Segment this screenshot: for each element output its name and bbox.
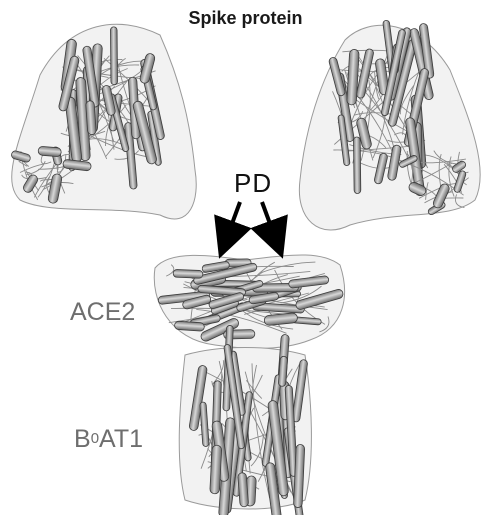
label-pd: PD bbox=[234, 168, 272, 199]
title-spike-protein: Spike protein bbox=[0, 8, 491, 29]
helix-cylinder bbox=[38, 146, 62, 157]
label-b0at1-base: B bbox=[74, 425, 91, 453]
pd-arrow-left bbox=[226, 202, 240, 240]
b0at1-transporter bbox=[179, 325, 311, 515]
label-ace2: ACE2 bbox=[70, 298, 135, 327]
helix-cylinder bbox=[110, 27, 117, 85]
label-b0at1-suffix: AT1 bbox=[99, 425, 143, 453]
spike-trimer-left bbox=[11, 24, 197, 219]
label-b0at1: B0AT1 bbox=[74, 425, 143, 454]
ace2-dimer bbox=[154, 255, 344, 348]
helix-cylinder bbox=[86, 101, 97, 135]
label-b0at1-superscript: 0 bbox=[91, 430, 99, 447]
helix-cylinder bbox=[173, 269, 203, 278]
helix-cylinder bbox=[174, 321, 204, 331]
helix-cylinder bbox=[353, 137, 360, 194]
pd-arrows bbox=[226, 202, 276, 240]
spike-trimer-right bbox=[299, 20, 480, 230]
pd-arrow-right bbox=[262, 202, 276, 240]
helix-cylinder bbox=[210, 445, 222, 494]
